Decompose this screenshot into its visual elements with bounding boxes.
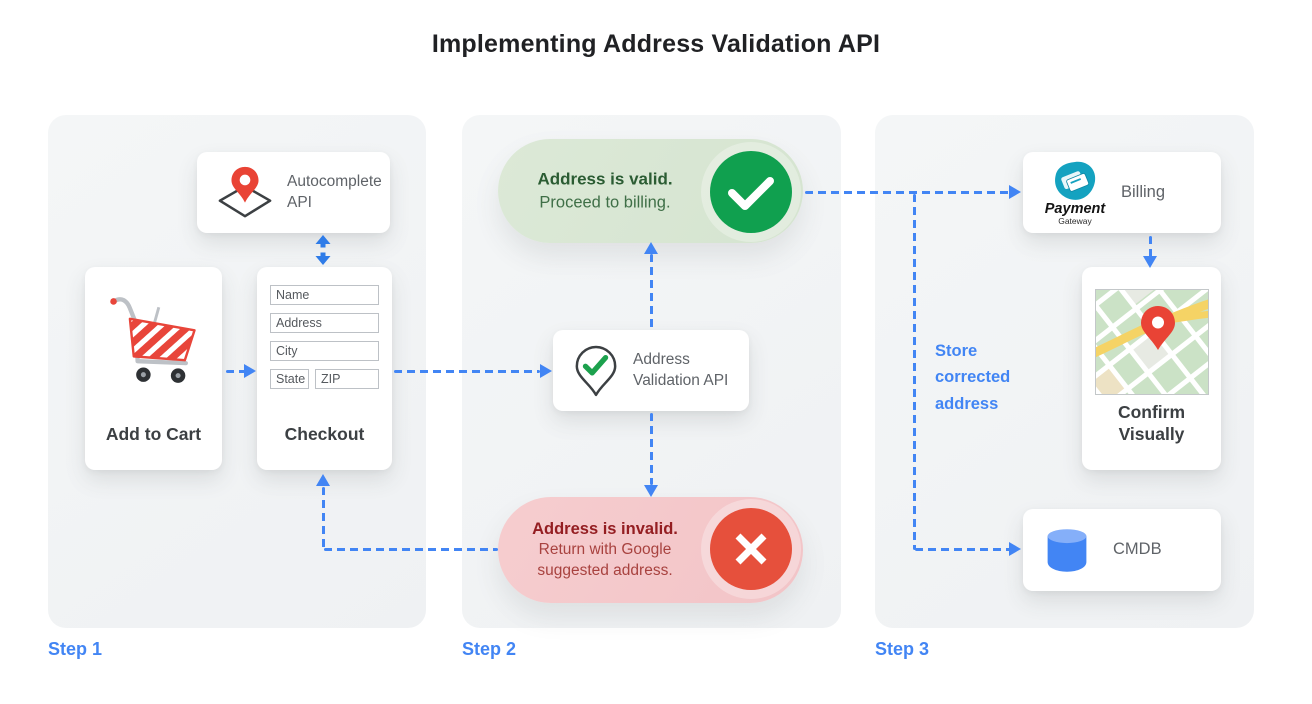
add-to-cart-card: Add to Cart bbox=[85, 267, 222, 470]
map-pin-diamond-icon bbox=[217, 165, 273, 221]
invalid-return-horizontal-line bbox=[324, 548, 498, 551]
payment-gateway-logo: Payment Gateway bbox=[1043, 160, 1107, 226]
payment-logo-subtitle: Gateway bbox=[1058, 215, 1092, 226]
valid-heading: Address is valid. bbox=[537, 169, 673, 189]
invalid-heading: Address is invalid. bbox=[532, 519, 678, 538]
billing-card: Payment Gateway Billing bbox=[1023, 152, 1221, 233]
validation-to-invalid-line bbox=[650, 413, 653, 485]
step3-label: Step 3 bbox=[875, 639, 930, 659]
address-validation-api-label: Address Validation API bbox=[633, 351, 729, 389]
autocomplete-api-card: Autocomplete API bbox=[197, 152, 390, 233]
store-address-arrowhead bbox=[1009, 542, 1021, 556]
validation-to-invalid-arrowhead bbox=[644, 485, 658, 497]
confirm-visually-card: Confirm Visually bbox=[1082, 267, 1221, 470]
payment-logo-title: Payment bbox=[1044, 200, 1106, 217]
validation-to-valid-line bbox=[650, 254, 653, 330]
checkout-to-validation-line bbox=[394, 370, 540, 373]
billing-to-confirm-arrowhead bbox=[1143, 256, 1157, 268]
cmdb-card: CMDB bbox=[1023, 509, 1221, 591]
invalid-body: Return with Google suggested address. bbox=[537, 541, 673, 580]
cart-to-checkout-line bbox=[226, 370, 248, 373]
x-mark-icon bbox=[710, 508, 792, 590]
cmdb-label: CMDB bbox=[1113, 540, 1162, 559]
database-icon bbox=[1043, 524, 1091, 576]
cart-to-checkout-arrowhead bbox=[244, 364, 256, 378]
store-address-horizontal-line bbox=[915, 548, 1011, 551]
billing-label: Billing bbox=[1121, 182, 1166, 201]
address-field: Address bbox=[270, 313, 379, 333]
address-invalid-pill: Address is invalid. Return with Google s… bbox=[498, 497, 803, 603]
valid-to-billing-line bbox=[805, 191, 1011, 194]
checkout-form: Name Address City State ZIP bbox=[270, 285, 379, 397]
step1-label: Step 1 bbox=[48, 639, 103, 659]
checkout-to-validation-arrowhead bbox=[540, 364, 552, 378]
address-validation-api-card: Address Validation API bbox=[553, 330, 749, 411]
confirm-visually-label: Confirm Visually bbox=[1117, 401, 1186, 445]
name-field: Name bbox=[270, 285, 379, 305]
checkmark-icon bbox=[710, 151, 792, 233]
shopping-cart-icon bbox=[101, 287, 207, 393]
zip-field: ZIP bbox=[315, 369, 379, 389]
add-to-cart-label: Add to Cart bbox=[105, 424, 202, 445]
store-corrected-address-note: Store corrected address bbox=[935, 342, 1011, 413]
billing-to-confirm-line bbox=[1149, 236, 1152, 258]
city-field: City bbox=[270, 341, 379, 361]
checkout-autocomplete-double-arrow-icon bbox=[315, 235, 331, 265]
map-pin-check-icon bbox=[573, 344, 619, 398]
invalid-return-arrowhead bbox=[316, 474, 330, 486]
checkout-card: Name Address City State ZIP Checkout bbox=[257, 267, 392, 470]
checkout-label: Checkout bbox=[284, 424, 365, 445]
validation-to-valid-arrowhead bbox=[644, 242, 658, 254]
autocomplete-api-label: Autocomplete API bbox=[287, 173, 382, 211]
valid-to-billing-arrowhead bbox=[1009, 185, 1021, 199]
page-title: Implementing Address Validation API bbox=[431, 30, 881, 58]
invalid-return-vertical-line bbox=[322, 487, 325, 548]
step2-label: Step 2 bbox=[462, 639, 517, 659]
store-address-vertical-line bbox=[913, 194, 916, 550]
state-field: State bbox=[270, 369, 309, 389]
valid-body: Proceed to billing. bbox=[539, 193, 671, 212]
address-valid-pill: Address is valid. Proceed to billing. bbox=[498, 139, 803, 243]
map-thumbnail bbox=[1094, 289, 1209, 395]
